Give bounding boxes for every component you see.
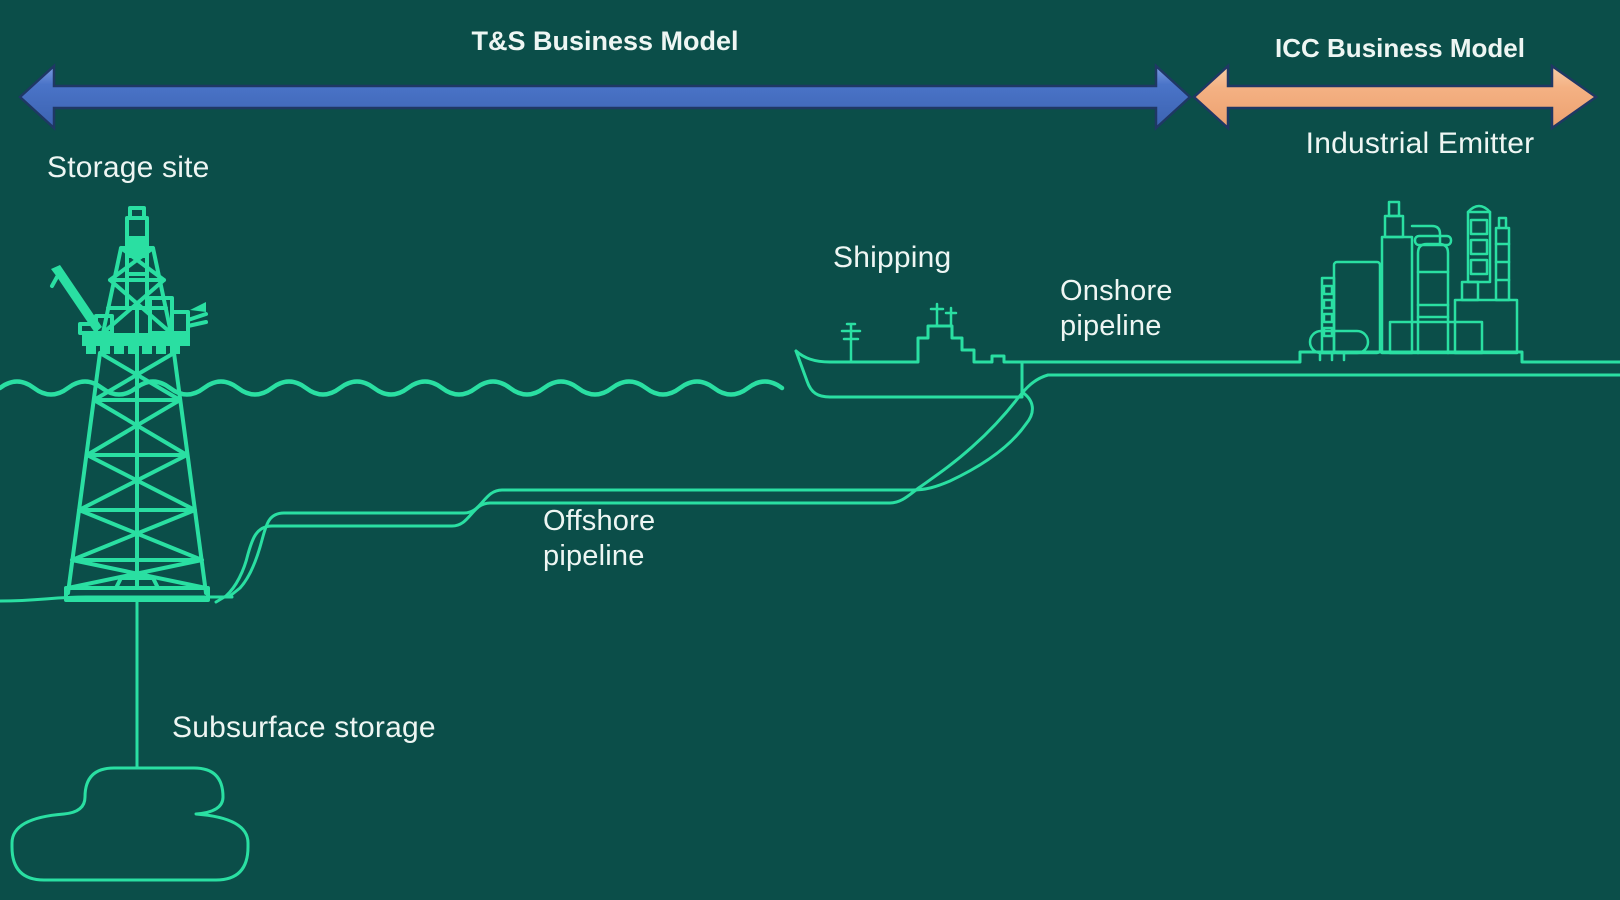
- industrial-emitter-label: Industrial Emitter: [1305, 127, 1535, 160]
- seabed-line: [228, 390, 1034, 598]
- seabed-left-line: [0, 595, 234, 603]
- subsurface-storage-illustration: [10, 766, 250, 882]
- industrial-plant-illustration: [1308, 200, 1519, 362]
- sea-surface-line: [0, 379, 785, 397]
- ship-illustration: [794, 302, 1024, 399]
- pipeline-line: [214, 373, 1620, 604]
- offshore-pipeline-label: Offshore pipeline: [543, 505, 656, 572]
- ts-business-model-label: T&S Business Model: [471, 26, 739, 56]
- storage-site-label: Storage site: [47, 151, 210, 184]
- ts-business-model-arrow: [18, 63, 1192, 131]
- storage-rig-illustration: [50, 206, 210, 602]
- shipping-label: Shipping: [833, 241, 952, 274]
- subsurface-storage-label: Subsurface storage: [172, 711, 436, 744]
- icc-business-model-arrow: [1192, 63, 1599, 131]
- onshore-pipeline-label: Onshore pipeline: [1060, 275, 1173, 342]
- icc-business-model-label: ICC Business Model: [1275, 33, 1525, 63]
